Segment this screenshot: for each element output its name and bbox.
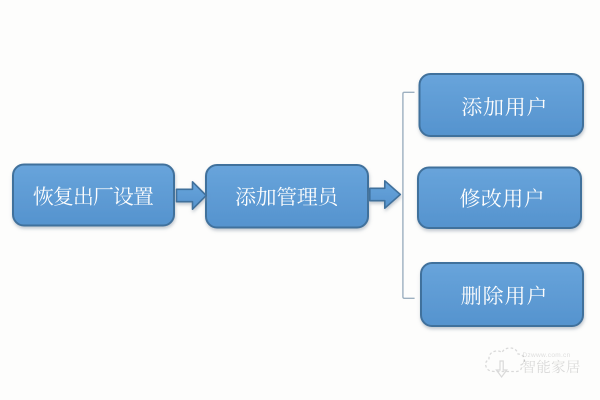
svg-text:Dzwww.com.cn: Dzwww.com.cn [523,352,571,359]
